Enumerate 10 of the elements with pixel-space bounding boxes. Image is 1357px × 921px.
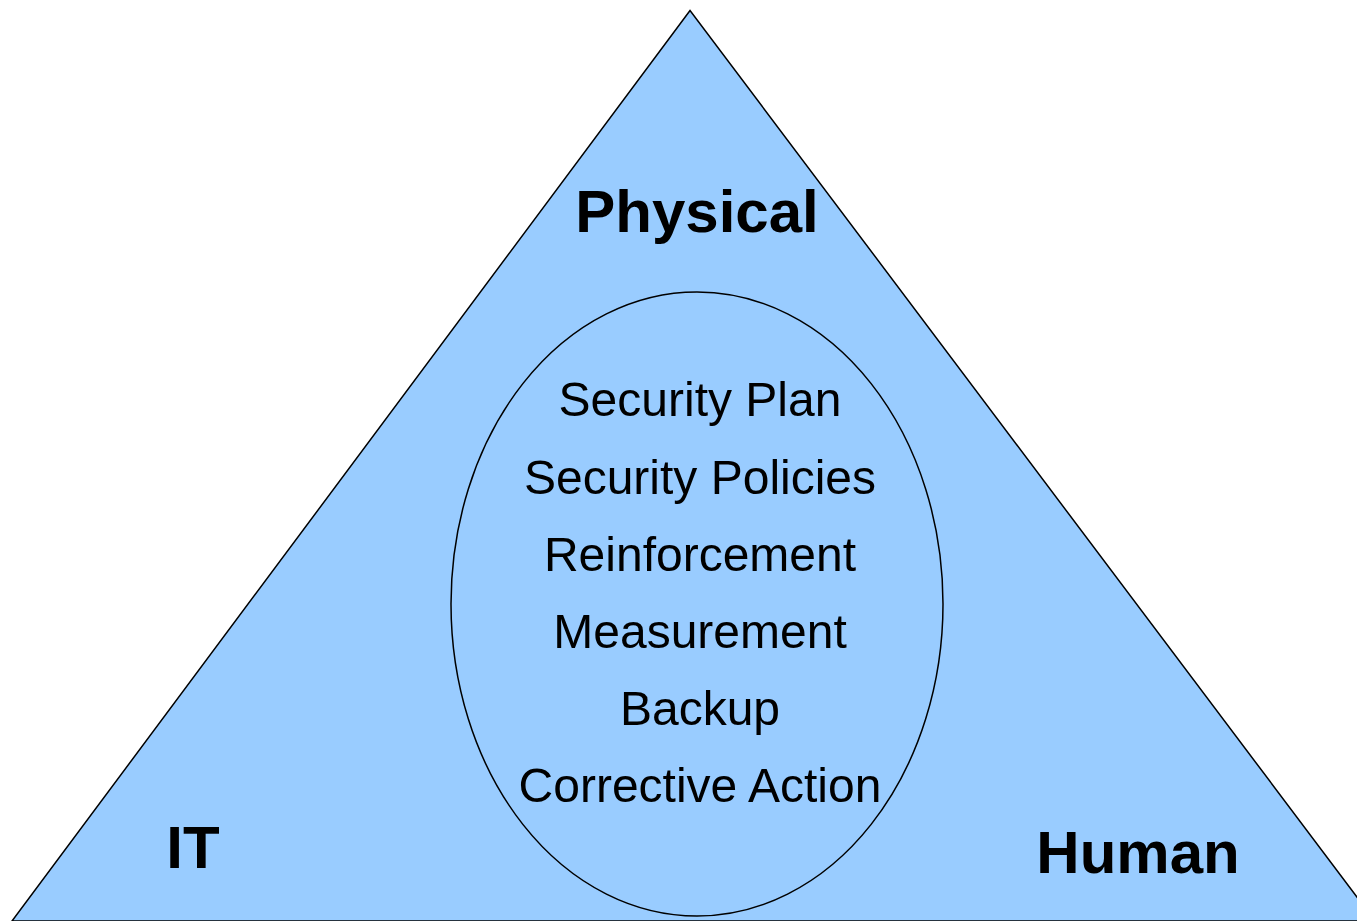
ellipse [450,291,944,917]
section-label: IT [166,818,220,878]
section-label: Human [1036,823,1240,883]
list-item: Measurement [553,608,847,656]
list-item: Security Plan [558,376,842,424]
list-item: Backup [619,685,781,733]
list-item: Corrective Action [518,762,882,810]
list-item: Security Policies [523,454,877,502]
section-label: Physical [575,182,819,242]
list-item: Reinforcement [543,531,857,579]
